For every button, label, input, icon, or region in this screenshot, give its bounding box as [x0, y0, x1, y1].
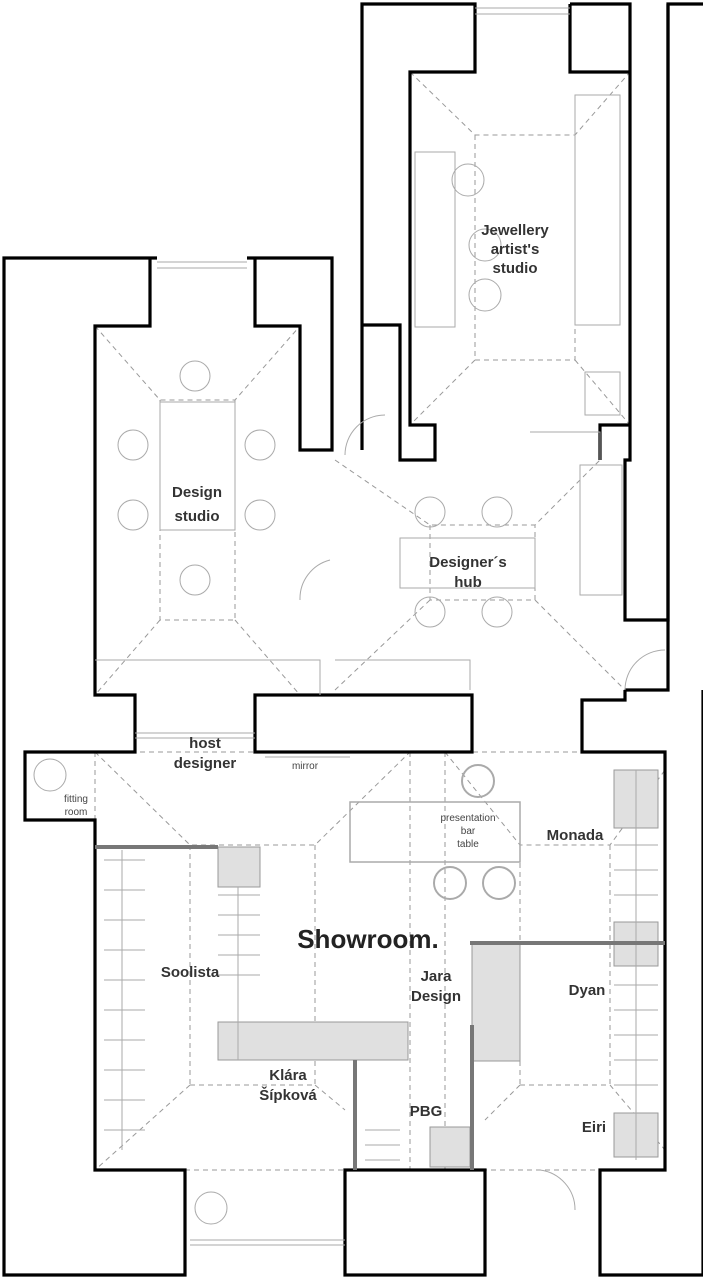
showroom-label: Showroom.	[297, 924, 439, 954]
mirror-label: mirror	[292, 761, 319, 772]
brand-dyan: Dyan	[569, 982, 606, 999]
brand-pbg: PBG	[410, 1103, 443, 1120]
furniture	[33, 94, 666, 1225]
brand-monada: Monada	[547, 827, 604, 844]
brand-soolista: Soolista	[161, 964, 220, 981]
ceiling-dashed-lines	[94, 71, 666, 1171]
windows	[135, 7, 570, 1246]
brand-eiri: Eiri	[582, 1119, 606, 1136]
